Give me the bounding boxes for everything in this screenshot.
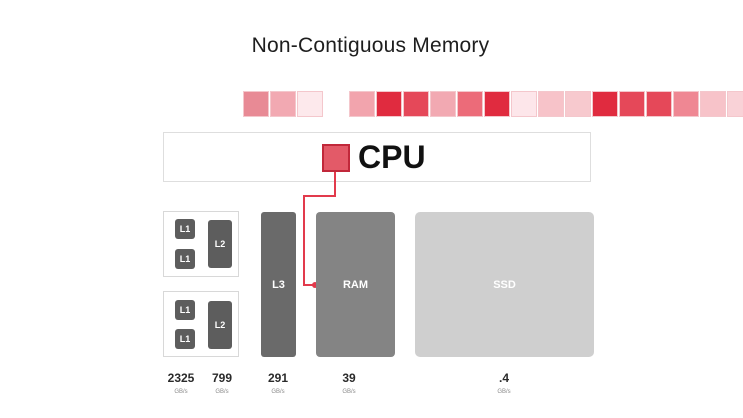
memory-strip-right-cell-4 [430, 91, 456, 117]
cpu-square [322, 144, 350, 172]
memory-strip-right-cell-2 [376, 91, 402, 117]
l2-cache-1: L2 [208, 220, 232, 268]
memory-strip-right-cell-5 [457, 91, 483, 117]
l2-cache-2: L2 [208, 301, 232, 349]
unit-ram: GB/s [342, 389, 356, 395]
diagram-title: Non-Contiguous Memory [251, 34, 490, 57]
unit-l3: GB/s [271, 389, 285, 395]
memory-strip-right-cell-10 [592, 91, 618, 117]
memory-strip-right-cell-6 [484, 91, 510, 117]
l1-cache-2a: L1 [175, 300, 195, 320]
speed-ram: 39 [342, 371, 356, 385]
memory-strip-right-cell-13 [673, 91, 699, 117]
speed-l2: 799 [211, 371, 233, 385]
unit-l1: GB/s [174, 389, 188, 395]
l3-cache: L3 [261, 212, 296, 357]
memory-strip-right [349, 91, 743, 118]
memory-strip-left-cell-3 [297, 91, 323, 117]
l1-cache-1a: L1 [175, 219, 195, 239]
l1-cache-1b: L1 [175, 249, 195, 269]
unit-ssd: GB/s [497, 389, 511, 395]
cpu-label: CPU [358, 139, 426, 175]
memory-strip-left-cell-2 [270, 91, 296, 117]
speed-l3: 291 [267, 371, 289, 385]
speed-ssd: .4 [498, 371, 509, 385]
ssd-block: SSD [415, 212, 594, 357]
memory-strip-right-cell-14 [700, 91, 726, 117]
memory-strip-right-cell-7 [511, 91, 537, 117]
memory-strip-right-cell-15 [727, 91, 743, 117]
memory-strip-right-cell-9 [565, 91, 591, 117]
memory-strip-right-cell-3 [403, 91, 429, 117]
unit-l2: GB/s [215, 389, 229, 395]
memory-strip-right-cell-1 [349, 91, 375, 117]
speed-l1: 2325 [167, 371, 195, 385]
memory-strip-left-cell-1 [243, 91, 269, 117]
link-line [303, 172, 336, 286]
memory-strip-right-cell-11 [619, 91, 645, 117]
memory-strip-right-cell-8 [538, 91, 564, 117]
memory-strip-right-cell-12 [646, 91, 672, 117]
ram-block: RAM [316, 212, 395, 357]
memory-strip-left [243, 91, 324, 118]
cpu-box [163, 132, 591, 182]
l1-cache-2b: L1 [175, 329, 195, 349]
